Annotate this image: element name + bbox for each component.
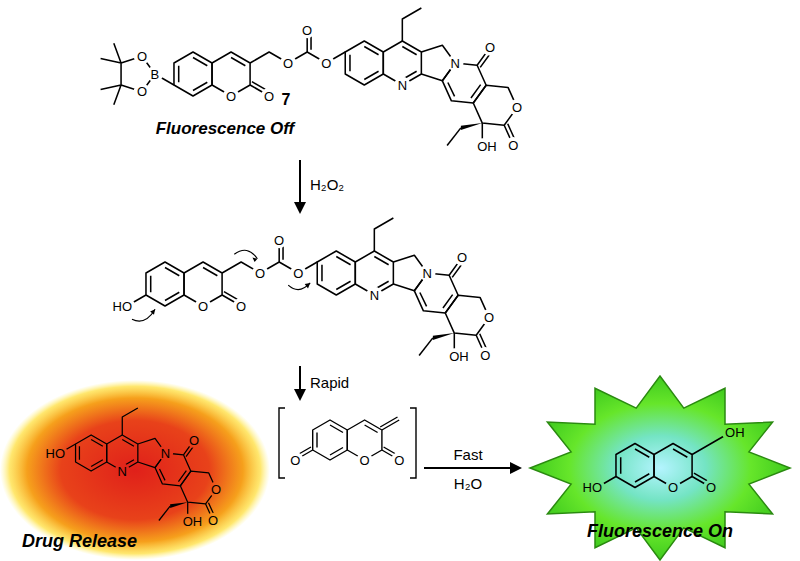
atom-label: O bbox=[211, 483, 221, 496]
released-drug bbox=[60, 408, 216, 521]
reagent-label: Rapid bbox=[310, 375, 349, 390]
reagent-label: H₂O₂ bbox=[310, 177, 344, 192]
atom-label: O bbox=[137, 50, 147, 63]
prodrug-structure bbox=[101, 8, 517, 147]
fluorescent-coumarin bbox=[597, 433, 730, 488]
atom-label: O bbox=[508, 139, 518, 152]
atom-label: OH bbox=[449, 350, 469, 363]
atom-label: N bbox=[118, 465, 127, 478]
atom-label: O bbox=[706, 481, 716, 494]
drug-glow bbox=[0, 380, 270, 560]
reagent-label: H₂O bbox=[454, 476, 482, 491]
caption-text: Drug Release bbox=[22, 532, 137, 550]
atom-label: O bbox=[236, 300, 246, 313]
quinone-methide bbox=[294, 417, 401, 460]
atom-label: O bbox=[283, 57, 293, 70]
atom-label: O bbox=[198, 300, 208, 313]
atom-label: O bbox=[321, 57, 331, 70]
atom-label: OH bbox=[477, 140, 497, 153]
compound-number: 7 bbox=[282, 92, 291, 108]
atom-label: OH bbox=[183, 515, 203, 528]
atom-label: B bbox=[151, 68, 160, 81]
atom-label: O bbox=[290, 454, 300, 467]
atom-label: OH bbox=[725, 426, 745, 439]
caption-text: Fluorescence Off bbox=[156, 120, 295, 137]
atom-label: O bbox=[480, 349, 490, 362]
atom-label: N bbox=[423, 267, 432, 280]
atom-label: O bbox=[293, 267, 303, 280]
atom-label: O bbox=[274, 234, 284, 247]
fluorescence-burst bbox=[530, 376, 790, 560]
brackets bbox=[279, 408, 416, 478]
atom-label: O bbox=[226, 90, 236, 103]
atom-label: O bbox=[668, 481, 678, 494]
atom-label: O bbox=[360, 454, 370, 467]
atom-label: O bbox=[255, 267, 265, 280]
atom-label: O bbox=[512, 101, 522, 114]
atom-label: N bbox=[161, 447, 170, 460]
atom-label: O bbox=[137, 85, 147, 98]
atom-label: O bbox=[457, 251, 467, 264]
atom-label: HO bbox=[113, 300, 133, 313]
atom-label: HO bbox=[583, 481, 603, 494]
caption-text: Fluorescence On bbox=[587, 522, 733, 540]
atom-label: O bbox=[189, 434, 199, 447]
atom-label: O bbox=[394, 454, 404, 467]
atom-label: N bbox=[370, 289, 379, 302]
atom-label: HO bbox=[46, 447, 66, 460]
atom-label: O bbox=[485, 41, 495, 54]
atom-label: N bbox=[451, 57, 460, 70]
atom-label: O bbox=[208, 514, 218, 527]
atom-label: O bbox=[484, 311, 494, 324]
reaction-arrows bbox=[294, 160, 522, 474]
atom-label: O bbox=[264, 90, 274, 103]
reagent-label: Fast bbox=[453, 447, 482, 462]
phenol-intermediate bbox=[127, 218, 489, 357]
atom-label: N bbox=[398, 79, 407, 92]
atom-label: O bbox=[302, 24, 312, 37]
